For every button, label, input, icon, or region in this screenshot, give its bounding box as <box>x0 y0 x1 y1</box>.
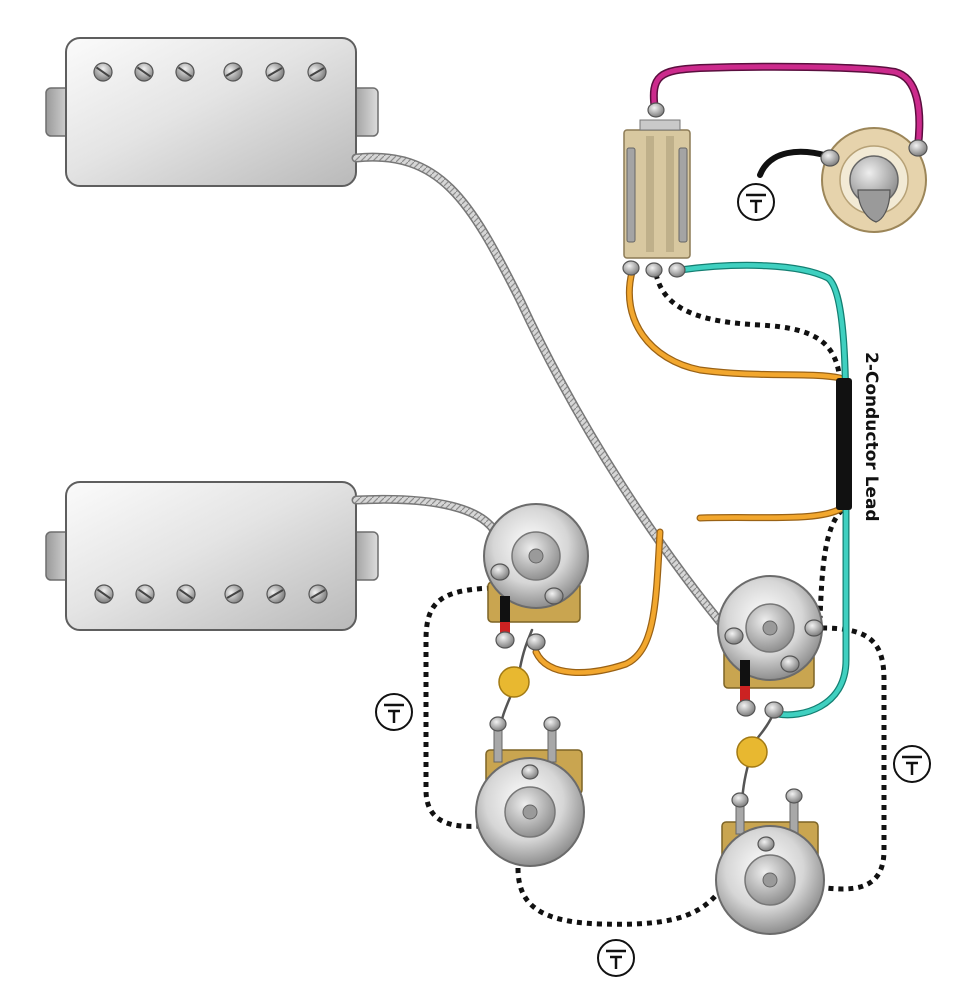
two-conductor-lead: 2-Conductor Lead <box>836 352 881 522</box>
output-jack <box>820 127 928 233</box>
switch-output-wire-color <box>677 263 849 717</box>
bridge-tone-pot <box>715 788 825 935</box>
pot-terminal <box>493 727 503 763</box>
pole-screw-icon <box>134 62 154 82</box>
pot-lug <box>804 619 824 637</box>
switch-contact <box>678 147 688 243</box>
solder-lug <box>668 262 686 278</box>
solder-lug <box>820 149 840 167</box>
pole-screw-icon <box>224 584 244 604</box>
switch-contact <box>626 147 636 243</box>
pot-lug <box>544 587 564 605</box>
pot-terminal <box>789 799 799 835</box>
lead-label: 2-Conductor Lead <box>861 352 881 522</box>
pot-lug <box>543 716 561 732</box>
bridge-tone-capacitor <box>736 736 768 768</box>
switch-hot-wire-color <box>627 269 843 381</box>
neck-humbucker <box>45 37 379 187</box>
neck-volume-pot <box>483 503 589 651</box>
jack-sleeve-wire <box>757 148 831 178</box>
colored-wires <box>498 62 924 810</box>
switch-blade <box>666 136 674 252</box>
ground-wire <box>821 625 887 892</box>
pot-lug <box>490 563 510 581</box>
pickup-cover <box>65 481 357 631</box>
jumper-wire <box>500 596 510 622</box>
pole-screws <box>93 62 327 82</box>
pot-shaft-center <box>762 620 778 636</box>
bridge-humbucker <box>45 481 379 631</box>
pot-shaft-center <box>522 804 538 820</box>
jack-tip-contact <box>857 189 891 223</box>
neck-tone-pot <box>475 716 585 867</box>
pot-lug <box>489 716 507 732</box>
pot-lug <box>724 627 744 645</box>
pot-lug <box>757 836 775 852</box>
solder-lug <box>622 260 640 276</box>
pole-screw-icon <box>266 584 286 604</box>
solder-lug <box>647 102 665 118</box>
pot-lug <box>780 655 800 673</box>
pot-lug <box>521 764 539 780</box>
ground-symbol-icon <box>597 939 635 977</box>
pole-screw-icon <box>307 62 327 82</box>
ground-symbol-icon <box>375 693 413 731</box>
switch-top-bracket <box>639 119 681 131</box>
pot-shaft-center <box>762 872 778 888</box>
pot-lug <box>526 633 546 651</box>
ground-wire <box>817 508 844 619</box>
pole-screw-icon <box>265 62 285 82</box>
pot-lug <box>495 631 515 649</box>
pole-screw-icon <box>93 62 113 82</box>
pot-terminal <box>547 727 557 763</box>
jumper-wire <box>740 660 750 686</box>
ground-wires <box>423 273 887 927</box>
pickup-cover <box>65 37 357 187</box>
pot-lug <box>731 792 749 808</box>
bridge-volume-pot <box>717 575 824 719</box>
pot-shaft-center <box>528 548 544 564</box>
pole-screw-icon <box>175 62 195 82</box>
bridge-volume-hot-wire-color <box>533 529 663 675</box>
pot-lug <box>736 699 756 717</box>
pole-screw-icon <box>223 62 243 82</box>
pole-screw-icon <box>94 584 114 604</box>
pole-screw-icon <box>176 584 196 604</box>
ground-symbol-icon <box>893 745 931 783</box>
pole-screws <box>94 584 328 604</box>
pot-lug <box>785 788 803 804</box>
ground-wire <box>653 273 843 381</box>
solder-lug <box>908 139 928 157</box>
ground-wire <box>515 867 725 927</box>
pot-lug <box>764 701 784 719</box>
braid-texture <box>353 154 733 637</box>
pole-screw-icon <box>308 584 328 604</box>
lead-hot-wire-color <box>697 505 845 521</box>
neck-tone-capacitor <box>498 666 530 698</box>
capacitor-lead <box>518 628 534 670</box>
switch-blade <box>646 136 654 252</box>
toggle-switch <box>622 102 691 278</box>
solder-lug <box>645 262 663 278</box>
jack-tip-wire-color <box>651 64 922 149</box>
lead-jacket <box>836 378 852 510</box>
pole-screw-icon <box>135 584 155 604</box>
ground-symbol-icon <box>737 183 775 221</box>
